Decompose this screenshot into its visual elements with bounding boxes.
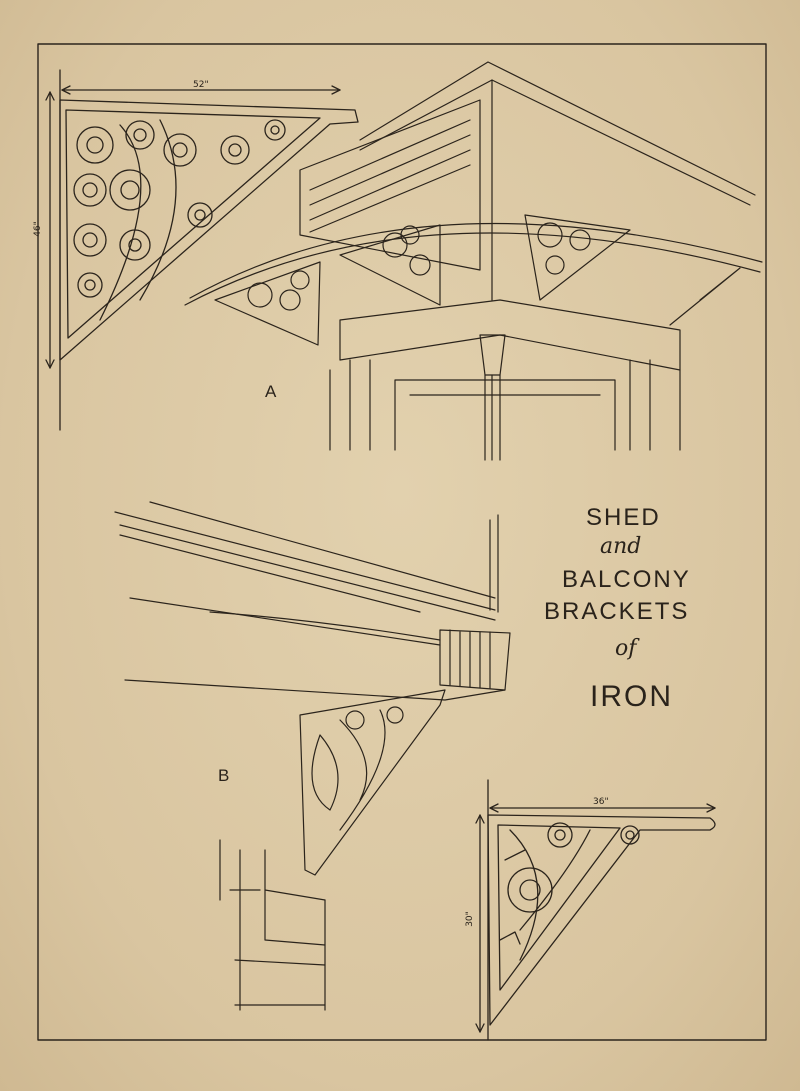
figure-label-b: B — [218, 766, 230, 785]
dimension-top-height: 46" — [32, 221, 43, 237]
eave-b — [114, 501, 511, 1011]
title-line-iron: IRON — [590, 680, 673, 713]
title-line-of: of — [615, 636, 637, 661]
sheet-border — [37, 43, 767, 1041]
building-corner-a — [184, 61, 763, 461]
title-line-brackets: BRACKETS — [544, 598, 690, 625]
dimension-bottom-height: 30" — [464, 911, 475, 927]
bracket-top-left — [45, 69, 359, 431]
bracket-bottom-right — [475, 779, 716, 1041]
title-line-shed: SHED — [586, 504, 661, 531]
title-line-balcony: BALCONY — [562, 566, 691, 593]
dimension-bottom-width: 36" — [593, 797, 609, 807]
figure-label-a: A — [265, 382, 277, 401]
title-line-and: and — [600, 534, 642, 559]
dimension-top-width: 52" — [193, 80, 209, 90]
